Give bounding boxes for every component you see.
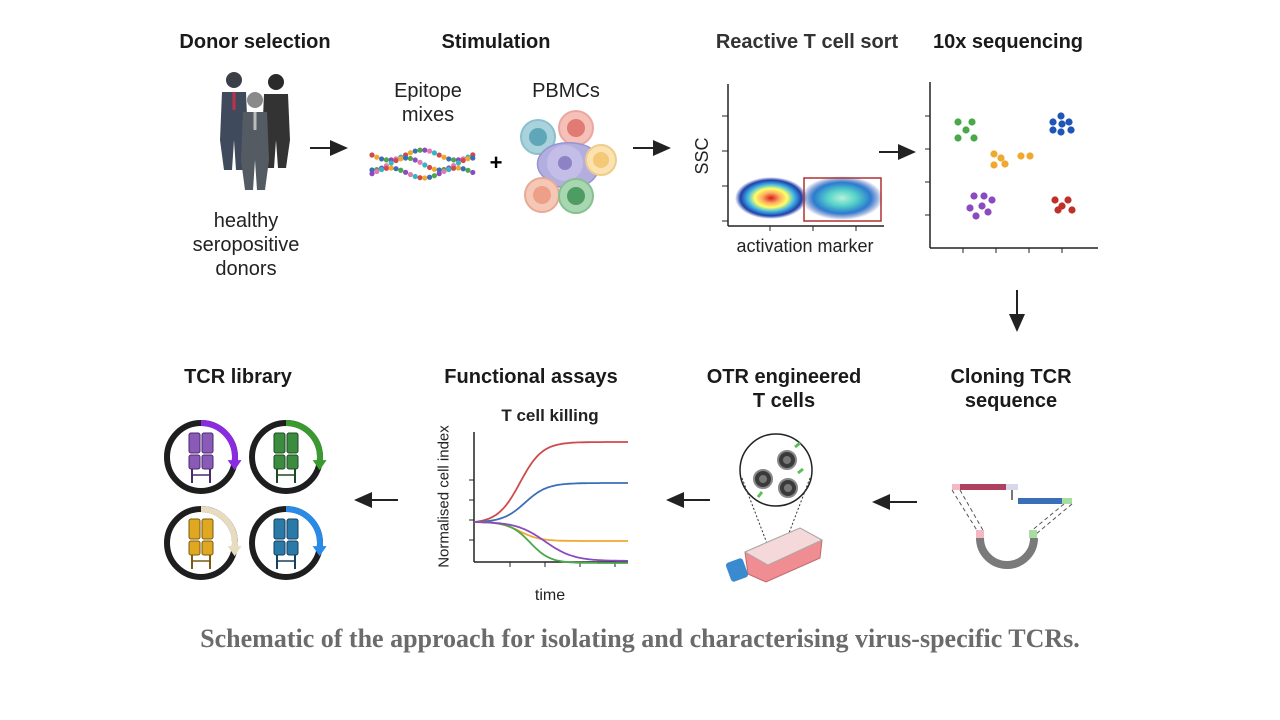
killing-curve: [474, 521, 628, 564]
epitope-label: Epitope mixes: [394, 80, 462, 126]
killing-curve: [474, 521, 628, 542]
step-donor-selection-title: Donor selection: [179, 31, 331, 53]
killing-chart-title: T cell killing: [501, 406, 599, 425]
pbmcs-label: PBMCs: [532, 80, 600, 102]
tcr-receptor-icon: [164, 420, 327, 580]
cluster-plot-icon: [925, 82, 1098, 253]
ssc-axis-label: SSC: [692, 137, 712, 175]
flask-cells-icon: [725, 433, 824, 583]
killing-x-label: time: [534, 587, 566, 604]
cells-icon: [520, 110, 617, 214]
killing-curve: [474, 521, 628, 562]
step-stimulation-title: Stimulation: [441, 31, 551, 53]
step-functional-title: Functional assays: [444, 366, 618, 388]
step-sequencing-title: 10x sequencing: [932, 31, 1084, 53]
donors-label: healthy seropositive donors: [192, 210, 300, 280]
killing-curve: [473, 441, 628, 523]
step-cloning-title: Cloning TCR sequence: [950, 366, 1072, 412]
killing-assay-chart: [469, 432, 628, 567]
sort-gate: [803, 177, 882, 222]
flow-arrows: [310, 140, 1025, 510]
figure-caption: Schematic of the approach for isolating …: [200, 624, 1080, 653]
plasmid-icon: [951, 484, 1073, 569]
activation-axis-label: activation marker: [736, 236, 874, 256]
killing-y-label: Normalised cell index: [435, 425, 453, 568]
killing-curve: [473, 482, 628, 523]
peptide-chain-icon: [369, 147, 476, 181]
flow-cytometry-plot-icon: [722, 84, 884, 231]
people-icon: [220, 72, 290, 190]
step-library-title: TCR library: [184, 366, 292, 388]
plus-sign: +: [490, 150, 503, 175]
step-otr-title: OTR engineered T cells: [706, 366, 862, 412]
step-sort-title: Reactive T cell sort: [715, 31, 899, 53]
